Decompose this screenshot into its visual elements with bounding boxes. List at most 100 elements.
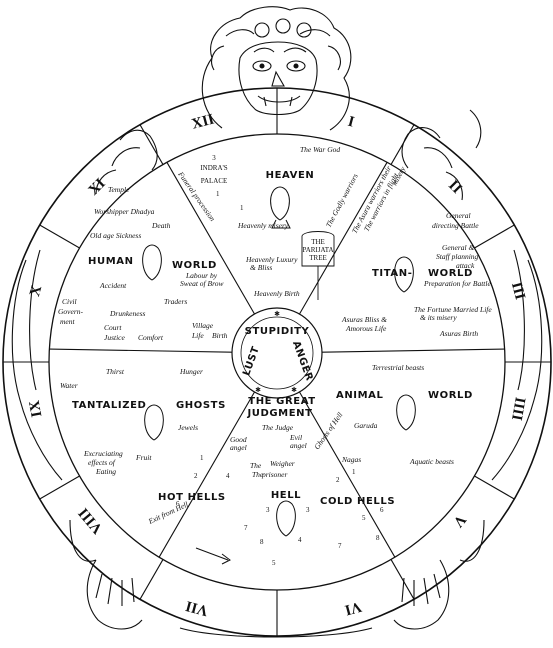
svg-text:Asuras Bliss &: Asuras Bliss & xyxy=(341,315,387,324)
svg-text:3: 3 xyxy=(266,506,270,514)
svg-text:6: 6 xyxy=(380,506,384,514)
rim-numeral: X xyxy=(27,284,45,299)
svg-text:Exit from Hell: Exit from Hell xyxy=(146,500,189,527)
spoke xyxy=(159,392,254,557)
rim-divider xyxy=(40,476,80,499)
svg-text:Civil: Civil xyxy=(62,297,77,306)
svg-text:3: 3 xyxy=(306,506,310,514)
svg-text:The: The xyxy=(250,461,262,470)
spoke xyxy=(300,392,395,557)
svg-text:Excruciating: Excruciating xyxy=(83,449,123,458)
svg-text:Village: Village xyxy=(192,321,214,330)
svg-text:prisoner: prisoner xyxy=(261,470,288,479)
svg-text:Heavenly Birth: Heavenly Birth xyxy=(253,289,300,298)
sector-heaven: 3 INDRA'S PALACE 1 1 The War God HEAVEN … xyxy=(200,145,340,300)
world-title-heaven: HEAVEN xyxy=(266,170,315,181)
hot-hells-label: HOT HELLS xyxy=(158,492,226,503)
rim-numeral: XI xyxy=(86,176,109,199)
svg-text:8: 8 xyxy=(260,538,264,546)
svg-text:Govern-: Govern- xyxy=(58,307,83,316)
rim-divider xyxy=(40,225,80,248)
svg-text:Water: Water xyxy=(60,381,78,390)
rim-divider xyxy=(140,559,163,599)
svg-text:angel: angel xyxy=(290,441,307,450)
svg-text:Jewels: Jewels xyxy=(178,423,198,432)
svg-text:Birth: Birth xyxy=(212,331,228,340)
human-figure-icon xyxy=(143,245,162,280)
svg-text:Amorous Life: Amorous Life xyxy=(345,324,387,333)
svg-text:WORLD: WORLD xyxy=(172,260,217,271)
svg-text:4: 4 xyxy=(298,536,302,544)
spoke xyxy=(49,349,232,352)
svg-text:PARIJATA: PARIJATA xyxy=(302,246,333,254)
world-title-animal: ANIMAL xyxy=(336,390,384,401)
svg-text:Thirst: Thirst xyxy=(106,367,125,376)
svg-text:& Bliss: & Bliss xyxy=(250,263,272,272)
svg-text:The War God: The War God xyxy=(300,145,340,154)
exit-arrow-icon xyxy=(196,548,230,564)
svg-text:7: 7 xyxy=(338,542,342,550)
svg-text:Life: Life xyxy=(191,331,204,340)
rim-numeral: XII xyxy=(190,111,216,132)
hub-outer xyxy=(232,308,322,398)
svg-text:ment: ment xyxy=(60,317,75,326)
right-foot-icon xyxy=(394,520,484,629)
svg-text:Traders: Traders xyxy=(164,297,187,306)
svg-text:General: General xyxy=(446,211,471,220)
svg-text:Eating: Eating xyxy=(95,467,116,476)
rim-numeral: V xyxy=(449,511,468,530)
cold-hells-label: COLD HELLS xyxy=(320,496,395,507)
spoke xyxy=(322,349,505,352)
svg-text:Justice: Justice xyxy=(104,333,125,342)
rim-divider xyxy=(474,476,514,499)
animal-figure-icon xyxy=(397,395,416,430)
yama-face xyxy=(239,42,317,115)
svg-text:4: 4 xyxy=(226,472,230,480)
svg-text:GHOSTS: GHOSTS xyxy=(176,400,226,411)
left-foot-icon xyxy=(70,520,142,629)
svg-text:angel: angel xyxy=(230,443,247,452)
ghost-figure-icon xyxy=(145,405,164,440)
svg-text:INDRA'S: INDRA'S xyxy=(200,164,227,172)
hub-word-lust: LUST xyxy=(241,345,262,377)
world-title-ghosts: TANTALIZED xyxy=(72,400,146,411)
svg-text:Worshipper Dhadya: Worshipper Dhadya xyxy=(94,207,155,216)
world-title-human: HUMAN xyxy=(88,256,134,267)
svg-text:5: 5 xyxy=(272,559,276,567)
svg-text:1: 1 xyxy=(216,190,220,198)
yama-fangs xyxy=(258,96,300,106)
crown-skull-icon xyxy=(255,23,269,37)
rim-numeral: IIII xyxy=(508,396,528,422)
svg-text:Death: Death xyxy=(151,221,171,230)
svg-text:Preparation for Battle: Preparation for Battle xyxy=(423,279,491,288)
svg-text:General &: General & xyxy=(442,243,474,252)
rim-numeral: VII xyxy=(184,597,210,618)
rim-divider xyxy=(474,225,514,248)
world-title-hell: HELL xyxy=(271,490,301,501)
svg-text:Heavenly misery: Heavenly misery xyxy=(237,221,289,230)
svg-text:THE GREAT: THE GREAT xyxy=(248,396,315,407)
svg-text:THE: THE xyxy=(311,238,325,246)
rim-numeral: VI xyxy=(343,598,363,618)
rim-numeral: II xyxy=(445,177,465,197)
svg-text:Aquatic beasts: Aquatic beasts xyxy=(409,457,454,466)
svg-text:1: 1 xyxy=(240,204,244,212)
svg-text:Fruit: Fruit xyxy=(135,453,152,462)
right-hand-icon xyxy=(402,110,481,200)
svg-text:Nagas: Nagas xyxy=(341,455,361,464)
svg-text:PALACE: PALACE xyxy=(201,177,228,185)
world-title-titan: TITAN- xyxy=(372,268,412,279)
svg-text:7: 7 xyxy=(244,524,248,532)
svg-text:2: 2 xyxy=(336,476,340,484)
svg-text:Asuras Birth: Asuras Birth xyxy=(439,329,478,338)
hub-star-icon: ✱ xyxy=(291,386,297,394)
svg-text:WORLD: WORLD xyxy=(428,390,473,401)
great-judgment-title: JUDGMENT xyxy=(246,408,312,419)
svg-text:Temple: Temple xyxy=(108,185,130,194)
svg-text:Staff planning: Staff planning xyxy=(436,252,479,261)
svg-text:Sweat of Brow: Sweat of Brow xyxy=(180,279,223,288)
svg-text:1: 1 xyxy=(200,454,204,462)
svg-text:Garuda: Garuda xyxy=(354,421,378,430)
